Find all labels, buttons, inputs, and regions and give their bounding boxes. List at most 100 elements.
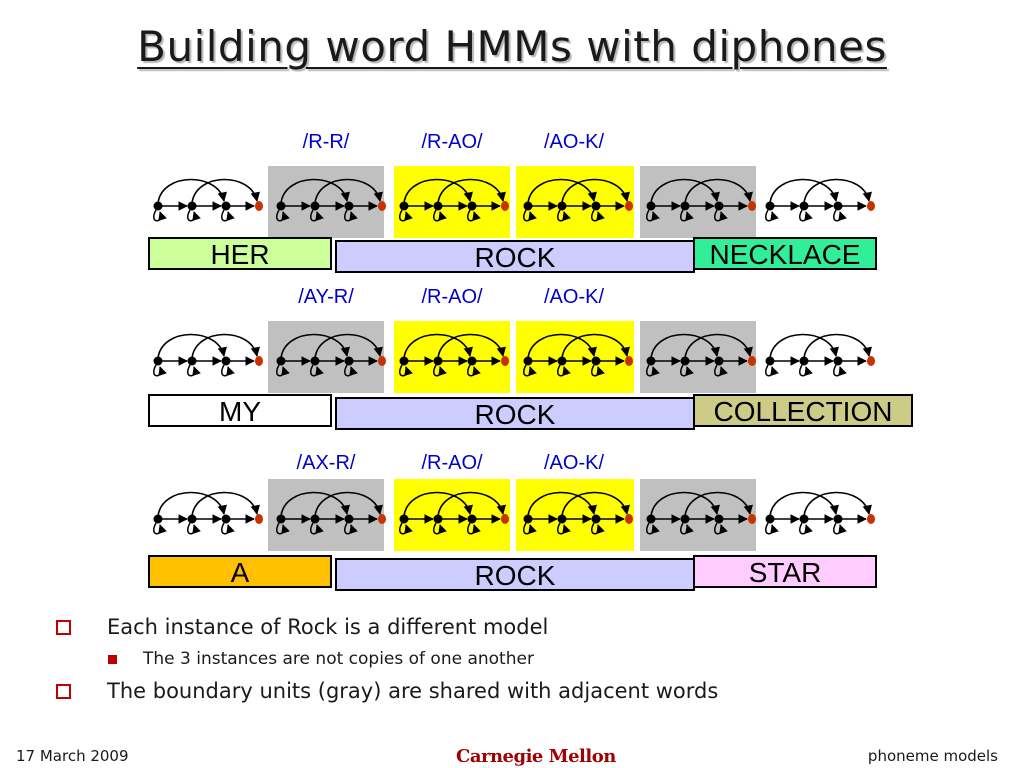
hmm-state: [187, 356, 197, 366]
diphone-label: /K-K/: [670, 0, 715, 5]
diphone-label: /R-R/: [303, 131, 350, 153]
skip-arc: [437, 333, 506, 359]
self-loop: [276, 209, 290, 222]
hmm-state: [399, 514, 409, 524]
hmm-unit: [399, 178, 509, 222]
skip-arc: [803, 333, 872, 359]
hmm-state: [344, 514, 354, 524]
boundary-unit-box: [268, 479, 384, 551]
self-loop: [646, 522, 660, 535]
self-loop: [399, 364, 413, 377]
word-label: ROCK: [475, 242, 556, 273]
skip-arc: [561, 333, 630, 359]
hmm-state: [765, 201, 775, 211]
bullet-text: The boundary units (gray) are shared wit…: [107, 679, 719, 703]
self-loop: [523, 209, 537, 222]
word-label: STAR: [749, 557, 822, 588]
word-box: [693, 555, 877, 588]
diphone-label: /R-AO/: [421, 131, 483, 153]
hmm-state: [153, 356, 163, 366]
boundary-unit-box: [640, 479, 756, 551]
self-loop: [833, 522, 847, 535]
word-label: HER: [210, 239, 269, 270]
hmm-state: [591, 356, 601, 366]
hollow-square-bullet-icon: [56, 683, 71, 699]
hmm-state: [557, 356, 567, 366]
hmm-exit-state: [625, 201, 633, 211]
skip-arc: [650, 178, 720, 204]
hmm-state: [467, 201, 477, 211]
hmm-state: [833, 356, 843, 366]
hmm-unit: [523, 178, 633, 222]
hmm-state: [646, 514, 656, 524]
hmm-state: [714, 356, 724, 366]
boundary-unit-box: [268, 321, 384, 393]
hmm-unit: [646, 178, 756, 222]
hmm-state: [765, 356, 775, 366]
hmm-state: [399, 201, 409, 211]
hmm-state: [433, 356, 443, 366]
hmm-unit: [276, 333, 386, 377]
hmm-state: [399, 356, 409, 366]
hmm-unit: [646, 333, 756, 377]
hmm-state: [276, 514, 286, 524]
university-logo: Carnegie Mellon: [456, 746, 616, 767]
bullet-list: Each instance of Rock is a different mod…: [56, 612, 1016, 706]
skip-arc: [527, 491, 597, 517]
hmm-unit: [765, 178, 875, 222]
hmm-state: [276, 201, 286, 211]
diphone-label: /AX-R/: [297, 452, 356, 474]
word-box: [148, 394, 332, 427]
boundary-unit-box: [640, 166, 756, 238]
hmm-state: [344, 356, 354, 366]
hmm-state: [591, 514, 601, 524]
diphone-hmm-diagram: /R-R//R-AO//AO-K//K-N/HERROCKNECKLACE/AY…: [148, 0, 913, 591]
hmm-state: [523, 201, 533, 211]
hmm-exit-state: [255, 356, 263, 366]
self-loop: [433, 209, 447, 222]
self-loop: [680, 522, 694, 535]
internal-unit-box: [516, 321, 634, 393]
hmm-state: [557, 201, 567, 211]
hmm-unit: [153, 491, 263, 535]
hmm-exit-state: [867, 514, 875, 524]
self-loop: [344, 364, 358, 377]
word-label: MY: [219, 396, 261, 427]
self-loop: [714, 209, 728, 222]
hmm-state: [467, 356, 477, 366]
hmm-exit-state: [378, 201, 386, 211]
skip-arc: [769, 491, 839, 517]
hmm-state: [765, 514, 775, 524]
diphone-label: /AY-R/: [298, 286, 354, 308]
hmm-unit: [765, 491, 875, 535]
self-loop: [765, 209, 779, 222]
self-loop: [344, 209, 358, 222]
word-label: ROCK: [475, 399, 556, 430]
skip-arc: [650, 491, 720, 517]
hmm-state: [187, 201, 197, 211]
hmm-state: [523, 356, 533, 366]
skip-arc: [437, 491, 506, 517]
hmm-state: [433, 201, 443, 211]
hmm-state: [799, 356, 809, 366]
self-loop: [646, 209, 660, 222]
hmm-state: [310, 514, 320, 524]
skip-arc: [561, 491, 630, 517]
self-loop: [591, 364, 605, 377]
hmm-state: [680, 514, 690, 524]
diphone-label: /AO-K/: [544, 452, 604, 474]
hmm-exit-state: [867, 356, 875, 366]
hmm-state: [153, 201, 163, 211]
word-label: A: [231, 557, 250, 588]
skip-arc: [280, 178, 350, 204]
hmm-state: [799, 201, 809, 211]
hmm-exit-state: [501, 514, 509, 524]
hmm-state: [799, 514, 809, 524]
hmm-exit-state: [501, 356, 509, 366]
self-loop: [221, 364, 235, 377]
hmm-exit-state: [748, 201, 756, 211]
self-loop: [680, 364, 694, 377]
hmm-exit-state: [625, 514, 633, 524]
bullet-text: Each instance of Rock is a different mod…: [107, 615, 549, 639]
hmm-state: [467, 514, 477, 524]
